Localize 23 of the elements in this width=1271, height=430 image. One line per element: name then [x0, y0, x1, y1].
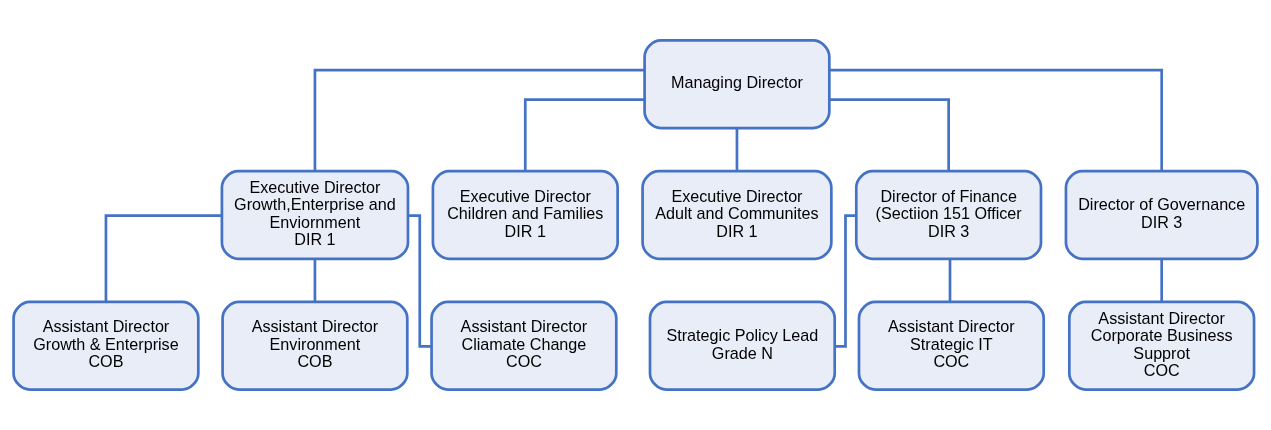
connector [523, 98, 645, 171]
node-box: Assistant Director Growth & Enterprise COB [12, 300, 200, 391]
connector [829, 98, 950, 171]
node-box: Executive Director Adult and Communites DIR 1 [641, 169, 833, 261]
node-box: Assistant Director Corporate Business Supprot COC [1067, 300, 1256, 391]
connector [104, 214, 222, 302]
connector [829, 68, 1164, 172]
node-box: Executive Director Children and Families DIR 1 [431, 169, 619, 261]
connector [313, 68, 645, 172]
connector [1160, 258, 1164, 302]
connector [735, 128, 739, 171]
node-box: Managing Director [643, 39, 831, 130]
node-box: Director of Governance DIR 3 [1064, 169, 1259, 261]
node-box: Assistant Director Strategic IT COC [857, 300, 1046, 391]
node-box: Assistant Director Environment COB [221, 300, 409, 391]
node-box: Executive Director Growth,Enterprise and Enviornment DIR 1 [220, 169, 410, 261]
connector [948, 258, 952, 302]
connector [313, 258, 317, 302]
connector [834, 214, 857, 348]
node-box: Assistant Director Cliamate Change COC [430, 300, 618, 391]
node-box: Strategic Policy Lead Grade N [648, 300, 837, 391]
connector [408, 214, 432, 348]
node-box: Director of Finance (Sectiion 151 Officer DIR 3 [854, 169, 1043, 261]
